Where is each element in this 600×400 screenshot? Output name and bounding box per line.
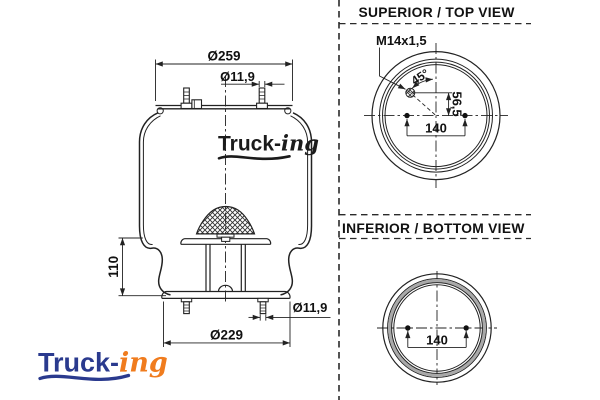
- bottom-view-centerlines: [377, 271, 497, 386]
- top-plate-outer-circle: [371, 50, 501, 181]
- brand-word: Truck-: [38, 348, 119, 378]
- top-studs: [180, 87, 268, 110]
- main-cross-section-view: Ø259 Ø11,9: [106, 49, 331, 347]
- base-ring-outer: [387, 278, 487, 378]
- top-plate-right-lip: [284, 107, 292, 115]
- bumper-nut: [221, 236, 231, 242]
- watermark-logo: Truck-ing: [217, 131, 319, 161]
- watermark-suffix: ing: [281, 131, 319, 156]
- base-outer-circle: [382, 273, 492, 383]
- dim-base-diameter-label: Ø229: [210, 327, 243, 342]
- top-plate-ring-1: [379, 58, 493, 173]
- dim-extension-lines: [259, 314, 267, 321]
- dim-bottom-stud-diameter: Ø11,9: [248, 300, 331, 321]
- bottom-view-title: INFERIOR / BOTTOM VIEW: [342, 221, 525, 236]
- right-stud-hole: [462, 112, 468, 119]
- brand-suffix: ing: [119, 348, 168, 379]
- hole-spacing-dimension-bottom: 140: [405, 330, 469, 348]
- base-ring-inner: [391, 282, 483, 374]
- top-plate-left-lip: [156, 107, 164, 115]
- right-stud-washer: [256, 102, 268, 110]
- hole-spacing-label: 140: [426, 332, 448, 347]
- dim-base-diameter: Ø229: [163, 301, 291, 347]
- hole-spacing-dimension-top: 140: [404, 119, 468, 137]
- left-stud-washer: [180, 102, 193, 110]
- watermark-logo-text: Truck-ing: [218, 131, 319, 156]
- base-inner-circle: [393, 284, 481, 372]
- brand-logo-text: Truck-ing: [38, 348, 168, 379]
- panel-frame: SUPERIOR / TOP VIEW INFERIOR / BOTTOM VI…: [338, 0, 531, 400]
- top-plate-lines: [155, 104, 293, 110]
- dim-plate-diameter: Ø259: [155, 49, 293, 101]
- watermark-word: Truck-: [218, 133, 281, 156]
- vertical-offset-label: 56,5: [450, 91, 465, 116]
- watermark-swoosh: [217, 155, 291, 161]
- bottom-studs: [180, 297, 269, 315]
- dim-extension-lines: [163, 301, 291, 347]
- bellows-outer-wall: [138, 112, 313, 296]
- leader-line: [379, 47, 406, 90]
- vertical-offset-dimension: 56,5: [412, 91, 465, 117]
- base-gray-ring: [388, 279, 487, 378]
- bottom-stud-thread-lines: [183, 304, 266, 312]
- thread-label: M14x1,5: [376, 33, 427, 48]
- top-plate: [155, 104, 293, 115]
- right-stud-hole: [463, 325, 469, 331]
- brand-logo: Truck-ing: [38, 348, 168, 382]
- dim-height: 110: [106, 237, 166, 297]
- dim-top-stud-diameter-label: Ø11,9: [220, 69, 255, 84]
- left-stud-hole: [404, 112, 410, 119]
- brand-swoosh: [38, 373, 131, 382]
- bumper-pad: [195, 205, 256, 242]
- dim-extension-lines: [258, 81, 266, 87]
- dim-bottom-stud-diameter-label: Ø11,9: [293, 300, 328, 315]
- left-stud-hole: [405, 325, 411, 331]
- thread-callout: M14x1,5: [376, 33, 427, 90]
- angle-arc: [411, 77, 433, 89]
- air-fitting: [191, 99, 203, 110]
- top-view: M14x1,5 45° 56,5 140: [364, 33, 508, 188]
- stud-thread-lines: [183, 91, 265, 109]
- bottom-view: 140: [377, 271, 497, 386]
- hole-spacing-label: 140: [425, 121, 447, 136]
- top-view-title: SUPERIOR / TOP VIEW: [359, 5, 516, 20]
- bellows-inner-wall: [142, 115, 309, 246]
- top-plate-ring-3: [384, 64, 488, 168]
- dim-top-stud-diameter: Ø11,9: [220, 69, 285, 87]
- dim-height-label: 110: [106, 256, 121, 278]
- bumper-hatched-body: [195, 205, 256, 235]
- dim-plate-diameter-label: Ø259: [207, 49, 240, 64]
- top-plate-ring-2: [382, 61, 490, 170]
- top-view-centerlines: [364, 43, 508, 188]
